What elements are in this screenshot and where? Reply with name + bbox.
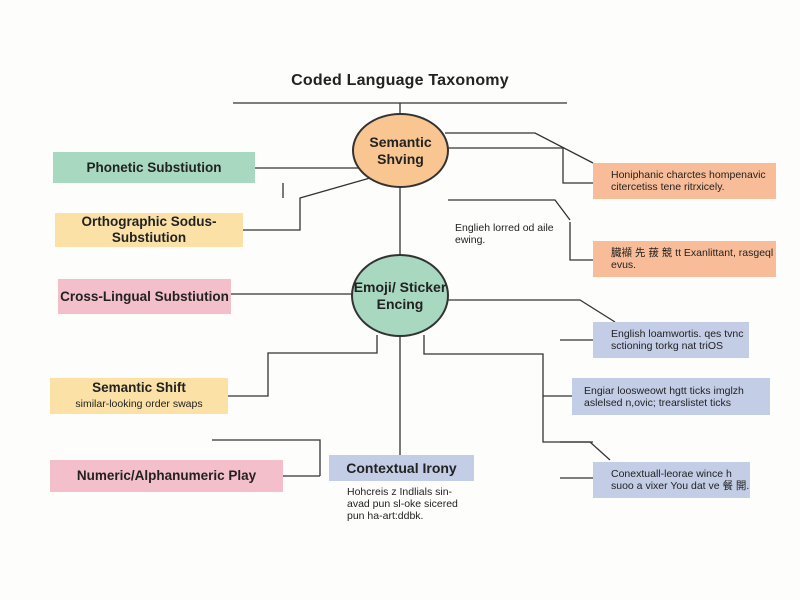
node-cross-lingual[interactable]: Cross-Lingual Substiution <box>58 279 231 314</box>
hub-emoji[interactable]: Emoji/ Sticker Encing <box>351 254 449 337</box>
right-note-5: Conextuall-leorae wince h suoo a vixer Y… <box>593 462 750 498</box>
diagram-title: Coded Language Taxonomy <box>291 72 509 89</box>
right-note-2: 臓襭 先 菝 競 tt Exanlittant, rasgeql evus. <box>593 241 776 277</box>
node-subtitle: similar-looking order swaps <box>75 398 203 410</box>
node-label: Semantic Shift <box>92 380 186 395</box>
node-contextual-irony[interactable]: Contextual Irony <box>329 455 474 481</box>
node-semantic-shift[interactable]: Semantic Shift similar-looking order swa… <box>50 378 228 414</box>
node-numeric[interactable]: Numeric/Alphanumeric Play <box>50 460 283 492</box>
irony-note: Hohcreis z Indlials sin-avad pun sl-oke … <box>347 486 458 522</box>
node-orthographic[interactable]: Orthographic Sodus-Substiution <box>55 213 243 247</box>
right-note-1: Honiphanic charctes hompenavic citerceti… <box>593 163 776 199</box>
right-note-3: English loamwortis. qes tvnc sctioning t… <box>593 322 749 358</box>
mid-note: Englieh lorred od aile ewing. <box>455 222 554 246</box>
hub-semantic[interactable]: Semantic Shving <box>352 113 449 188</box>
right-note-4: Engiar loosweowt hgtt ticks imglzh aslel… <box>572 378 770 415</box>
node-phonetic[interactable]: Phonetic Substiution <box>53 152 255 183</box>
